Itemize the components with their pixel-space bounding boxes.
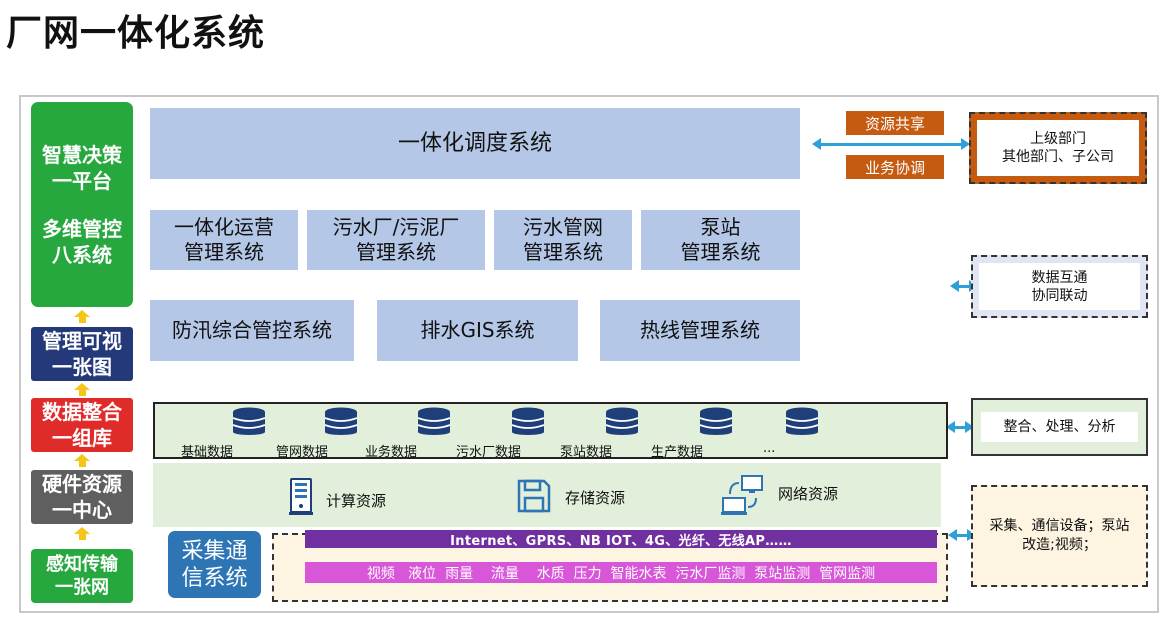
visual-line-1: 管理可视 [42,329,122,353]
database-icon [511,407,545,435]
database-label: 管网数据 [276,445,329,460]
system-gis: 排水GIS系统 [377,300,578,361]
dispatch-system: 一体化调度系统 [150,108,800,179]
business-coordinate-label: 业务协调 [846,155,944,179]
database-icon [324,407,358,435]
system-pipe: 污水管网 管理系统 [494,210,632,270]
integrate-label: 整合、处理、分析 [981,412,1138,442]
smart-decision-block: 智慧决策 一平台 多维管控 八系统 [31,102,133,307]
upper-dept-box: 上级部门 其他部门、子公司 [969,112,1147,184]
diagram-frame [19,95,1159,613]
server-icon [288,478,314,516]
system-pipe-l1: 污水管网 [523,215,603,239]
smart-line-2: 一平台 [52,168,112,193]
database-label: 污水厂数据 [456,445,522,460]
interop-line-1: 数据互通 [1031,269,1088,286]
save-disk-icon [516,478,552,514]
system-ops: 一体化运营 管理系统 [150,210,298,270]
network-icon [720,474,766,518]
system-pipe-l2: 管理系统 [523,240,603,264]
system-flood: 防汛综合管控系统 [150,300,354,361]
database-label: 业务数据 [365,445,418,460]
database-row [153,402,948,459]
system-ops-l2: 管理系统 [184,240,264,264]
up-arrow-icon [73,383,91,396]
up-arrow-icon [73,527,91,540]
interop-box: 数据互通 协同联动 [971,255,1148,318]
upper-dept-line-2: 其他部门、子公司 [1002,149,1114,165]
collect-right-line-1: 采集、通信设备；泵站 [989,518,1130,534]
system-pump: 泵站 管理系统 [641,210,800,270]
smart-line-4: 八系统 [52,242,112,267]
system-pump-l1: 泵站 [700,215,741,239]
sensor-bar: 视频 液位 雨量 流量 水质 压力 智能水表 污水厂监测 泵站监测 管网监测 [305,562,937,583]
network-resource-label: 网络资源 [778,485,839,503]
double-arrow-icon [812,137,970,151]
smart-line-1: 智慧决策 [42,142,122,167]
database-icon [417,407,451,435]
storage-resource-label: 存储资源 [565,489,626,507]
data-line-2: 一组库 [52,426,112,450]
hardware-line-2: 一中心 [52,498,112,522]
sense-network-block: 感知传输 一张网 [31,549,133,603]
data-line-1: 数据整合 [42,400,122,424]
up-arrow-icon [73,310,91,323]
visual-line-2: 一张图 [52,355,112,379]
sense-line-2: 一张网 [55,577,109,598]
collect-right-line-2: 改造;视频； [1022,537,1097,553]
comm-network-bar: Internet、GPRS、NB IOT、4G、光纤、无线AP…… [305,530,937,549]
system-ops-l1: 一体化运营 [174,215,274,239]
upper-dept-line-1: 上级部门 [1030,131,1086,147]
database-label: 基础数据 [181,445,234,460]
interop-line-2: 协同联动 [1031,287,1088,304]
data-integration-block: 数据整合 一组库 [31,398,133,452]
database-icon [785,407,819,435]
system-pump-l2: 管理系统 [680,240,761,264]
database-icon [232,407,266,435]
database-icon [605,407,639,435]
collect-line-2: 信系统 [181,565,248,591]
database-label: 泵站数据 [560,445,613,460]
page-title: 厂网一体化系统 [6,13,266,54]
hardware-resource-row [153,463,941,527]
resource-share-label: 资源共享 [846,111,944,135]
database-label: 生产数据 [651,445,704,460]
system-hotline: 热线管理系统 [600,300,800,361]
smart-line-3: 多维管控 [42,216,122,241]
system-plant-l1: 污水厂/污泥厂 [332,215,460,239]
collect-line-1: 采集通 [181,538,248,564]
system-plant-l2: 管理系统 [356,240,436,264]
integrate-box: 整合、处理、分析 [971,398,1148,456]
database-icon [699,407,733,435]
hardware-block: 硬件资源 一中心 [31,470,133,524]
sense-line-1: 感知传输 [46,554,118,575]
database-label: ... [763,441,776,456]
collect-system-block: 采集通 信系统 [168,531,261,598]
compute-resource-label: 计算资源 [326,492,387,510]
double-arrow-icon [946,420,974,434]
up-arrow-icon [73,454,91,467]
system-plant: 污水厂/污泥厂 管理系统 [307,210,485,270]
collect-equipment-box: 采集、通信设备；泵站 改造;视频； [971,485,1148,587]
hardware-line-1: 硬件资源 [42,472,122,496]
visual-map-block: 管理可视 一张图 [31,327,133,381]
